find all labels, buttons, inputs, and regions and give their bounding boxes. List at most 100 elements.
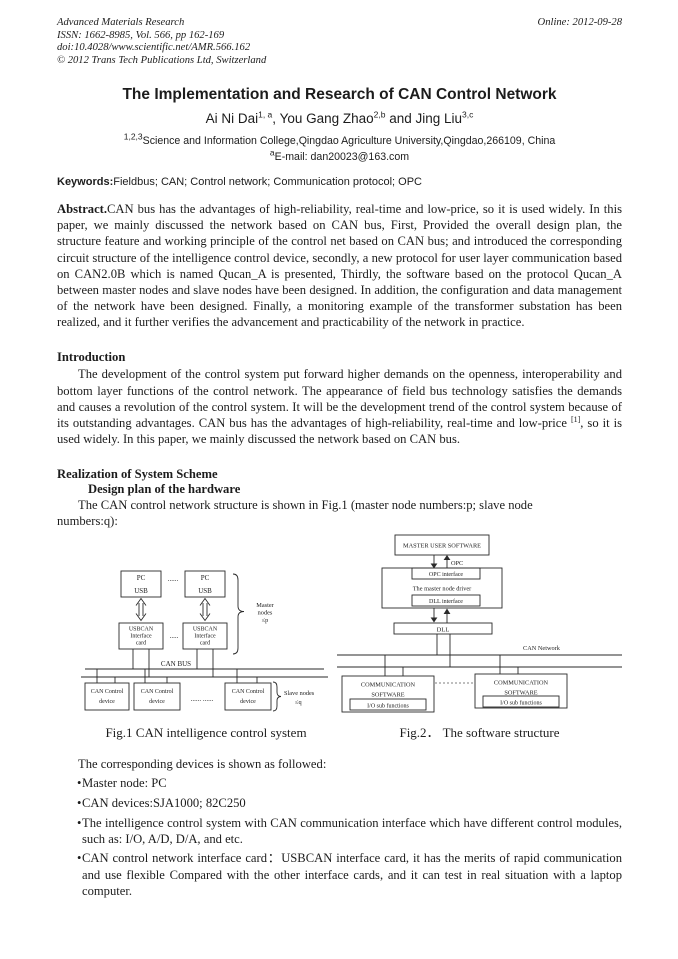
usbcan-card-box: [182, 622, 228, 650]
abstract-paragraph: Abstract.CAN bus has the advantages of h…: [57, 201, 622, 330]
slave-nodes-brace: [272, 681, 282, 712]
communication-software-label: COMMUNICATION: [361, 681, 416, 688]
journal-name: Advanced Materials Research: [57, 17, 185, 28]
communication-software-box: [474, 673, 568, 709]
usbcan-label: card: [200, 640, 210, 646]
dll-interface-box: [411, 594, 481, 607]
paper-title: The Implementation and Research of CAN C…: [122, 86, 557, 103]
online-date: Online: 2012-09-28: [537, 17, 622, 28]
author-name: You Gang Zhao: [279, 111, 374, 126]
bullet-marker: •: [77, 851, 82, 866]
email-line: aE-mail: dan20023@163.com: [57, 148, 622, 163]
bullet-marker: •: [77, 776, 82, 791]
paper-page: Advanced Materials Research ISSN: 1662-8…: [57, 17, 622, 899]
bullet-text: CAN control network interface card：USBCA…: [82, 851, 622, 898]
email-text: E-mail: dan20023@163.com: [274, 151, 410, 163]
device-label: CAN Control: [141, 689, 174, 695]
affiliation-text: Science and Information College,Qingdao …: [142, 135, 556, 147]
bullet-text: Master node: PC: [82, 776, 167, 791]
usbcan-label: Interface: [130, 632, 152, 639]
ellipsis: ......: [168, 575, 179, 583]
figure1-diagram: PC USB ...... PC USB USBCAN Interfac: [81, 570, 328, 712]
keywords-line: Keywords:Fieldbus; CAN; Control network;…: [57, 176, 622, 188]
usbcan-label: card: [136, 640, 146, 646]
pc-box: [120, 570, 162, 598]
io-sub-functions-box: [482, 695, 560, 708]
affiliation-line: 1,2,3Science and Information College,Qin…: [57, 132, 622, 147]
authors-line: Ai Ni Dai1, a, You Gang Zhao2,b and Jing…: [57, 109, 622, 126]
author-superscript: 1, a: [258, 109, 273, 120]
slave-nodes-label: ≤q: [295, 699, 302, 706]
journal-header: Advanced Materials Research ISSN: 1662-8…: [57, 17, 622, 67]
pc-label: PC: [137, 574, 146, 582]
master-user-software-box: [394, 534, 490, 556]
doi-line: doi:10.4028/www.scientific.net/AMR.566.1…: [57, 42, 251, 53]
can-bus-label: CAN BUS: [161, 660, 191, 668]
devices-section: The corresponding devices is shown as fo…: [57, 756, 622, 899]
figure2: MASTER USER SOFTWARE OPC OPC interface T…: [337, 533, 622, 741]
io-sub-functions-label: I/O sub functions: [500, 699, 542, 706]
master-nodes-label: Master: [256, 602, 274, 609]
bullet-marker: •: [77, 815, 82, 830]
introduction-paragraph: The development of the control system pu…: [57, 366, 622, 447]
usb-double-arrow: [199, 597, 211, 621]
copyright-line: © 2012 Trans Tech Publications Ltd, Swit…: [57, 54, 267, 66]
abstract-text: CAN bus has the advantages of high-relia…: [57, 202, 622, 330]
keywords-text: Fieldbus; CAN; Control network; Communic…: [113, 176, 422, 188]
usbcan-label: Interface: [194, 632, 216, 639]
affiliation-superscript: 1,2,3: [123, 131, 143, 142]
pc-box: [184, 570, 226, 598]
master-user-software-label: MASTER USER SOFTWARE: [403, 542, 481, 549]
down-arrow: [430, 554, 438, 569]
author-separator: and: [385, 111, 416, 126]
figure1: PC USB ...... PC USB USBCAN Interfac: [81, 570, 331, 741]
communication-software-label: COMMUNICATION: [494, 679, 549, 686]
communication-software-label: SOFTWARE: [371, 691, 404, 698]
author-superscript: 3,c: [462, 109, 474, 120]
bullet-marker: •: [77, 795, 82, 810]
master-nodes-label: ≤p: [262, 617, 269, 624]
design-plan-paragraph: The CAN control network structure is sho…: [57, 498, 533, 529]
dll-box: [393, 622, 493, 635]
master-node-driver-label: The master node driver: [413, 585, 472, 592]
bullet-list: • Master node: PC • CAN devices:SJA1000;…: [57, 775, 622, 899]
opc-label: OPC: [451, 560, 463, 567]
opc-interface-label: OPC interface: [429, 571, 463, 578]
bullet-text: CAN devices:SJA1000; 82C250: [82, 795, 246, 810]
author-name: Ai Ni Dai: [205, 111, 259, 126]
device-label: device: [240, 699, 256, 705]
usb-double-arrow: [135, 597, 147, 621]
device-label: device: [99, 699, 115, 705]
section-heading-introduction: Introduction: [57, 350, 126, 365]
figure2-caption: Fig.2． The software structure: [399, 724, 560, 740]
introduction-text-1: The development of the control system pu…: [57, 367, 622, 430]
io-sub-functions-label: I/O sub functions: [367, 702, 409, 709]
down-arrow: [430, 607, 438, 623]
usbcan-label: USBCAN: [129, 626, 154, 632]
introduction-text-2: , so it is used widely. In this paper, w…: [57, 415, 622, 447]
can-control-device-box: [224, 682, 272, 711]
keywords-label: Keywords:: [57, 176, 114, 188]
bullet-item: • Master node: PC: [57, 775, 622, 791]
device-label: CAN Control: [232, 689, 265, 695]
can-control-device-box: [133, 682, 181, 711]
can-control-device-box: [84, 682, 130, 711]
usbcan-card-box: [118, 622, 164, 650]
master-nodes-brace: [232, 573, 245, 655]
figure2-diagram: MASTER USER SOFTWARE OPC OPC interface T…: [337, 534, 622, 713]
bullet-text: The intelligence control system with CAN…: [82, 815, 622, 846]
author-name: Jing Liu: [415, 111, 463, 126]
slave-nodes-label: Slave nodes: [284, 690, 315, 697]
dll-interface-label: DLL interface: [429, 598, 463, 605]
issn-line: ISSN: 1662-8985, Vol. 566, pp 162-169: [57, 29, 225, 41]
citation-ref: [1]: [570, 414, 581, 424]
up-arrow: [443, 554, 451, 568]
figure1-caption: Fig.1 CAN intelligence control system: [105, 724, 307, 740]
communication-software-box: [341, 675, 435, 713]
pc-label: PC: [201, 574, 210, 582]
ellipsis: .....: [170, 632, 179, 640]
communication-software-label: SOFTWARE: [504, 689, 537, 696]
bullet-item: • CAN control network interface card：USB…: [57, 850, 622, 899]
devices-intro: The corresponding devices is shown as fo…: [78, 756, 327, 771]
dll-label: DLL: [437, 626, 450, 633]
